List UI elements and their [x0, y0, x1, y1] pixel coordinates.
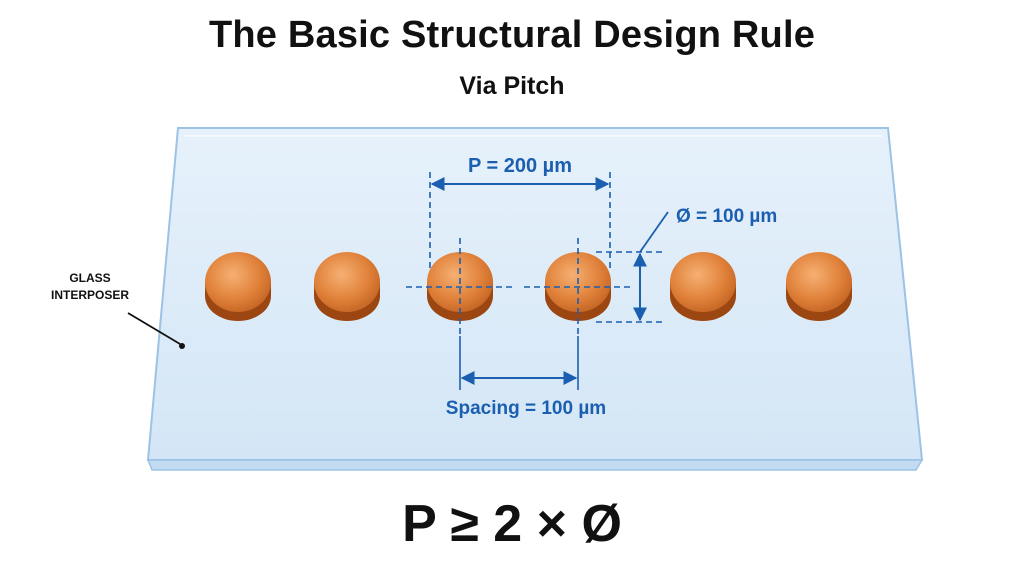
diameter-dimension: Ø = 100 µm — [596, 206, 777, 323]
copper-via — [670, 252, 736, 321]
design-rule-formula: P ≥ 2 × Ø — [402, 495, 622, 553]
copper-via — [786, 252, 852, 321]
page-subtitle: Via Pitch — [459, 72, 565, 100]
spacing-dimension: Spacing = 100 µm — [446, 336, 606, 419]
copper-via — [427, 252, 493, 321]
via-centerlines — [406, 238, 632, 336]
substrate-label-line1: GLASS — [69, 271, 110, 285]
copper-via — [205, 252, 271, 321]
pitch-label: P = 200 µm — [468, 155, 572, 177]
page-title: The Basic Structural Design Rule — [208, 14, 816, 56]
glass-interposer — [146, 127, 924, 471]
via-row — [205, 252, 852, 321]
spacing-label: Spacing = 100 µm — [446, 398, 606, 419]
substrate-callout: GLASS INTERPOSER — [51, 271, 185, 349]
diameter-label: Ø = 100 µm — [676, 206, 777, 227]
substrate-label-line2: INTERPOSER — [51, 288, 129, 302]
copper-via — [314, 252, 380, 321]
pitch-dimension: P = 200 µm — [429, 155, 611, 268]
